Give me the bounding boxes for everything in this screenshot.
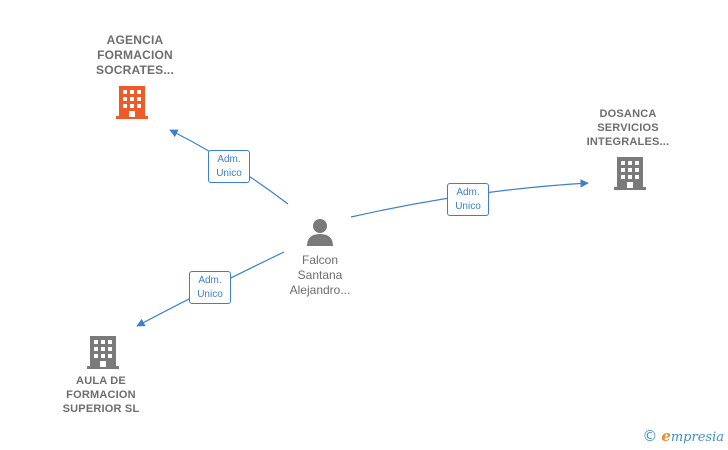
- company-name-line: SUPERIOR SL: [62, 403, 140, 415]
- edge-label-aula[interactable]: Adm. Unico: [189, 271, 231, 304]
- person-icon[interactable]: [305, 217, 335, 247]
- person-name[interactable]: Falcon Santana Alejandro...: [270, 253, 370, 298]
- edge-label-line: Unico: [216, 168, 242, 179]
- edge-label-dosanca[interactable]: Adm. Unico: [447, 183, 489, 216]
- building-icon[interactable]: [116, 84, 148, 120]
- company-name-agencia[interactable]: AGENCIA FORMACION SOCRATES...: [80, 33, 190, 78]
- company-name-line: AULA DE: [76, 375, 126, 387]
- company-name-line: DOSANCA: [599, 108, 657, 120]
- building-icon[interactable]: [614, 155, 646, 191]
- person-name-line: Alejandro...: [289, 283, 351, 297]
- company-name-line: SERVICIOS: [597, 122, 659, 134]
- edge-label-line: Adm.: [198, 275, 222, 286]
- company-name-line: INTEGRALES...: [586, 136, 670, 148]
- company-name-aula[interactable]: AULA DE FORMACION SUPERIOR SL: [46, 374, 156, 416]
- brand-logo-text: mpresia: [670, 430, 724, 445]
- edge-label-line: Unico: [197, 289, 223, 300]
- edge-label-line: Adm.: [217, 154, 241, 165]
- company-name-line: SOCRATES...: [96, 63, 174, 77]
- footer-brand: © empresia: [642, 427, 724, 445]
- company-name-line: FORMACION: [66, 389, 136, 401]
- company-name-dosanca[interactable]: DOSANCA SERVICIOS INTEGRALES...: [573, 107, 683, 149]
- brand-logo-initial: e: [661, 427, 671, 445]
- company-name-line: FORMACION: [97, 48, 173, 62]
- company-name-line: AGENCIA: [106, 33, 164, 47]
- edge-label-agencia[interactable]: Adm. Unico: [208, 150, 250, 183]
- building-icon[interactable]: [87, 334, 119, 370]
- brand-logo[interactable]: empresia: [661, 427, 724, 445]
- person-name-line: Santana: [297, 268, 343, 282]
- copyright-icon: ©: [642, 427, 658, 445]
- edge-label-line: Adm.: [456, 187, 480, 198]
- edge-label-line: Unico: [455, 201, 481, 212]
- person-name-line: Falcon: [301, 253, 339, 267]
